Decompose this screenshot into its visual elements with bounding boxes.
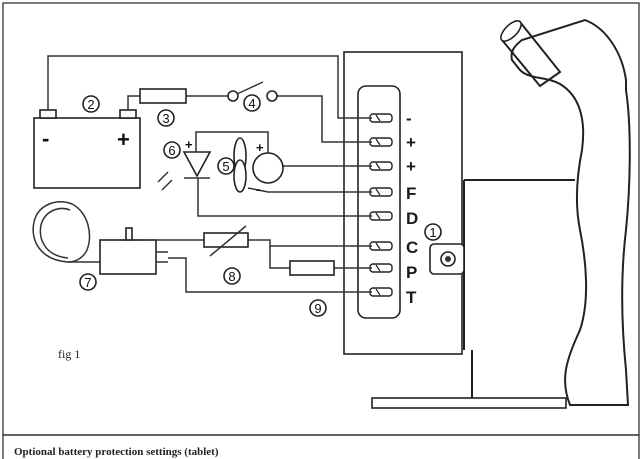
terminal-screws: [369, 113, 393, 297]
suction-tube: [500, 20, 562, 88]
figure-frame: [2, 2, 640, 436]
terminal-screw-slot: [375, 188, 381, 196]
label-1: 1: [429, 225, 436, 240]
wires: [47, 55, 372, 293]
compressor-connector: 1: [424, 223, 465, 275]
led-plus-sign: +: [185, 137, 193, 152]
battery-minus-sign: -: [42, 126, 49, 151]
terminal-label-p: P: [406, 263, 417, 282]
terminal-screw-slot: [375, 288, 381, 296]
fan-minus-sign: -: [256, 181, 261, 197]
fan: + - 5: [217, 137, 284, 197]
fuse: 3: [139, 88, 187, 127]
label-6: 6: [168, 143, 175, 158]
led: + 6: [157, 137, 212, 191]
terminal-screw-slot: [375, 114, 381, 122]
terminal-label-minus: -: [406, 109, 412, 128]
label-3: 3: [162, 111, 169, 126]
terminal-screw: [369, 113, 393, 123]
figure-caption: fig 1: [58, 347, 80, 361]
fan-plus-sign: +: [256, 140, 264, 155]
battery-plus-post: [119, 109, 137, 119]
terminal-screw: [369, 161, 393, 171]
label-9: 9: [314, 301, 321, 316]
battery-body: [33, 117, 141, 189]
terminal-screw: [369, 241, 393, 251]
variable-resistor: 8: [203, 225, 249, 285]
battery-plus-sign: +: [117, 127, 130, 152]
label-2: 2: [87, 97, 94, 112]
terminal-label-t: T: [406, 288, 417, 307]
terminal-label-plus-1: +: [406, 133, 416, 152]
label-7: 7: [84, 275, 91, 290]
terminal-screw: [369, 287, 393, 297]
terminal-label-plus-2: +: [406, 157, 416, 176]
terminal-screw-slot: [375, 162, 381, 170]
terminal-label-c: C: [406, 238, 418, 257]
switch: 4: [227, 81, 278, 112]
terminal-screw: [369, 263, 393, 273]
label-5: 5: [222, 159, 229, 174]
terminal-screw: [369, 187, 393, 197]
battery: - + 2: [33, 95, 141, 189]
label-4: 4: [248, 96, 255, 111]
compressor-base-plate: [371, 397, 567, 409]
terminal-screw-slot: [375, 264, 381, 272]
terminal-screw-slot: [375, 242, 381, 250]
terminal-screw-slot: [375, 212, 381, 220]
resistor: 9: [289, 260, 335, 317]
terminal-screw: [369, 211, 393, 221]
compressor-housing: [371, 18, 631, 409]
terminal-screw-slot: [375, 138, 381, 146]
terminal-label-f: F: [406, 184, 416, 203]
battery-minus-post: [39, 109, 57, 119]
terminal-screw: [369, 137, 393, 147]
terminal-label-d: D: [406, 209, 418, 228]
section-heading: Optional battery protection settings (ta…: [14, 446, 219, 458]
label-8: 8: [228, 269, 235, 284]
thermostat: 7: [32, 201, 168, 291]
